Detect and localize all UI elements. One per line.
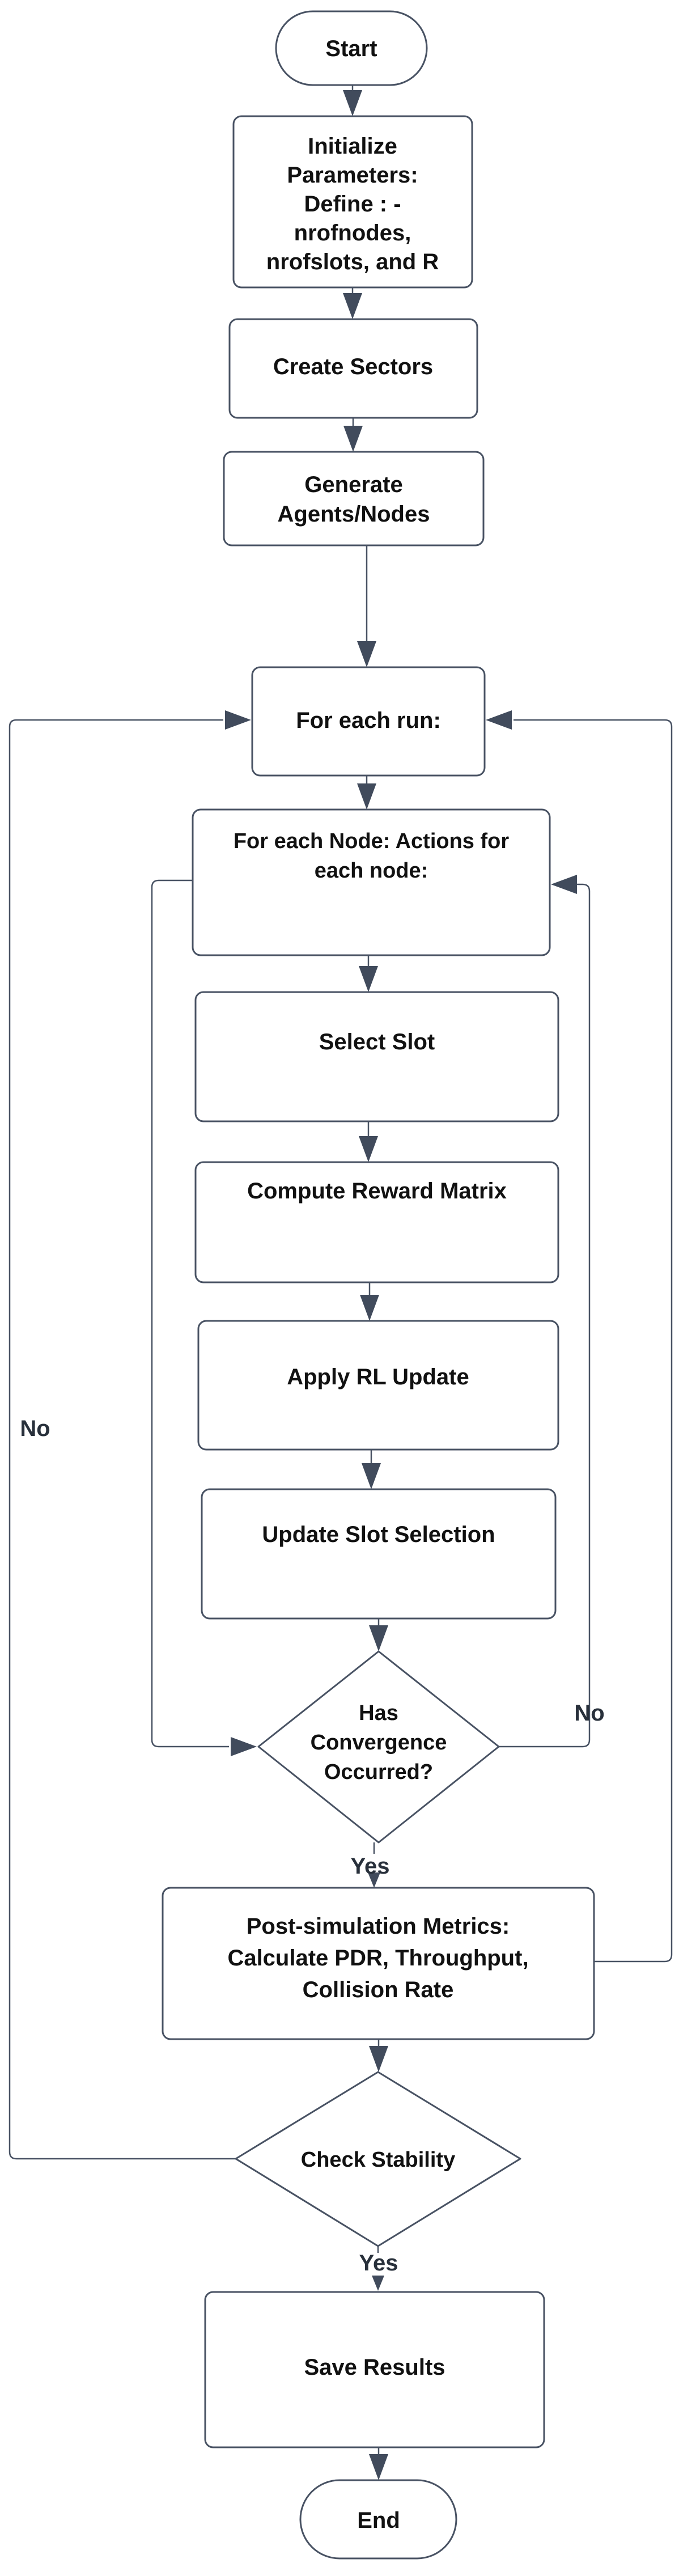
arrowhead-into-generate (343, 426, 363, 452)
initialize-line-4: nrofnodes, (294, 221, 411, 245)
arrowhead-into-initialize (343, 90, 362, 116)
update-slot-selection-shape (201, 1488, 557, 1620)
save-results-shape (204, 2291, 545, 2448)
edge-stability-no-loop (9, 719, 236, 2160)
create-sectors-shape (228, 318, 478, 419)
node-end: End (299, 2479, 457, 2560)
post-simulation-line-2: Calculate PDR, Throughput, (227, 1946, 528, 1971)
node-apply-rl-update: Apply RL Update (197, 1320, 559, 1451)
compute-reward-shape (194, 1161, 559, 1283)
save-results-label: Save Results (304, 2355, 445, 2380)
arrowhead-into-create (343, 293, 362, 319)
node-for-each-node: For each Node: Actions for each node: (192, 808, 551, 956)
select-slot-shape (194, 991, 559, 1122)
initialize-line-1: Initialize (308, 134, 397, 159)
post-simulation-line-1: Post-simulation Metrics: (247, 1914, 510, 1939)
arrowhead-into-convergence-left (231, 1737, 257, 1756)
node-post-simulation: Post-simulation Metrics: Calculate PDR, … (162, 1887, 595, 2040)
initialize-line-2: Parameters: (287, 163, 418, 188)
for-each-node-line-2: each node: (315, 859, 428, 883)
select-slot-label: Select Slot (319, 1029, 435, 1054)
apply-rl-update-label: Apply RL Update (287, 1365, 469, 1389)
arrowhead-into-update (362, 1463, 381, 1489)
arrowhead-into-save (372, 2276, 384, 2291)
convergence-yes-label: Yes (351, 1854, 390, 1879)
arrowhead-into-postsim (368, 1872, 380, 1888)
convergence-line-1: Has (359, 1701, 398, 1725)
initialize-parameters-shape (232, 115, 473, 289)
convergence-line-2: Convergence (311, 1731, 447, 1755)
node-select-slot: Select Slot (194, 991, 559, 1122)
for-each-run-shape (251, 666, 486, 777)
generate-agents-line-1: Generate (304, 472, 402, 497)
arrowhead-into-node-top (357, 783, 376, 810)
check-stability-diamond-shape (235, 2071, 521, 2247)
arrowhead-into-apply (360, 1295, 379, 1321)
node-start: Start (275, 10, 428, 86)
node-save-results: Save Results (204, 2291, 545, 2448)
post-simulation-line-3: Collision Rate (303, 1977, 454, 2002)
node-update-slot-selection: Update Slot Selection (201, 1488, 557, 1620)
edge-node-to-convergence-left (151, 879, 229, 1748)
for-each-run-label: For each run: (296, 708, 441, 733)
edge-postsim-to-run-loop (514, 719, 673, 1963)
edge-convergence-no-loop (499, 883, 591, 1748)
create-sectors-label: Create Sectors (273, 354, 433, 379)
compute-reward-label: Compute Reward Matrix (247, 1179, 507, 1204)
edges (9, 85, 673, 2480)
stability-no-label: No (20, 1416, 50, 1441)
arrowhead-into-run-left (225, 710, 251, 730)
end-label: End (357, 2508, 400, 2533)
edge-labels: Yes No No Yes (20, 1416, 604, 2276)
initialize-line-3: Define : - (304, 192, 401, 217)
arrowhead-into-convergence (369, 1625, 388, 1651)
arrowhead-into-run-right (486, 710, 512, 730)
generate-agents-line-2: Agents/Nodes (278, 502, 430, 527)
generate-agents-shape (223, 451, 485, 546)
for-each-node-shape (192, 808, 551, 956)
convergence-no-label: No (574, 1701, 604, 1726)
end-terminator-shape (299, 2479, 457, 2560)
start-terminator-shape (275, 10, 428, 86)
node-compute-reward: Compute Reward Matrix (194, 1161, 559, 1283)
arrowhead-into-select (359, 966, 378, 992)
arrowhead-into-stability (369, 2046, 388, 2072)
arrowhead-into-run-top (357, 641, 376, 667)
initialize-line-5: nrofslots, and R (266, 249, 439, 274)
convergence-line-3: Occurred? (324, 1760, 433, 1784)
start-label: Start (325, 36, 377, 61)
apply-rl-update-shape (197, 1320, 559, 1451)
node-check-stability: Check Stability (235, 2071, 521, 2247)
node-convergence-decision: Has Convergence Occurred? (257, 1650, 500, 1844)
arrowhead-into-node-right (551, 875, 577, 894)
arrowhead-into-compute (359, 1136, 378, 1162)
check-stability-label: Check Stability (301, 2148, 455, 2172)
update-slot-selection-label: Update Slot Selection (262, 1522, 495, 1547)
node-for-each-run: For each run: (251, 666, 486, 777)
for-each-node-line-1: For each Node: Actions for (234, 829, 510, 853)
node-create-sectors: Create Sectors (228, 318, 478, 419)
node-generate-agents: Generate Agents/Nodes (223, 451, 485, 546)
arrowhead-into-end (369, 2454, 388, 2480)
stability-yes-label: Yes (359, 2251, 398, 2276)
node-initialize-parameters: Initialize Parameters: Define : - nrofno… (232, 115, 473, 289)
post-simulation-shape (162, 1887, 595, 2040)
convergence-diamond-shape (257, 1650, 500, 1844)
